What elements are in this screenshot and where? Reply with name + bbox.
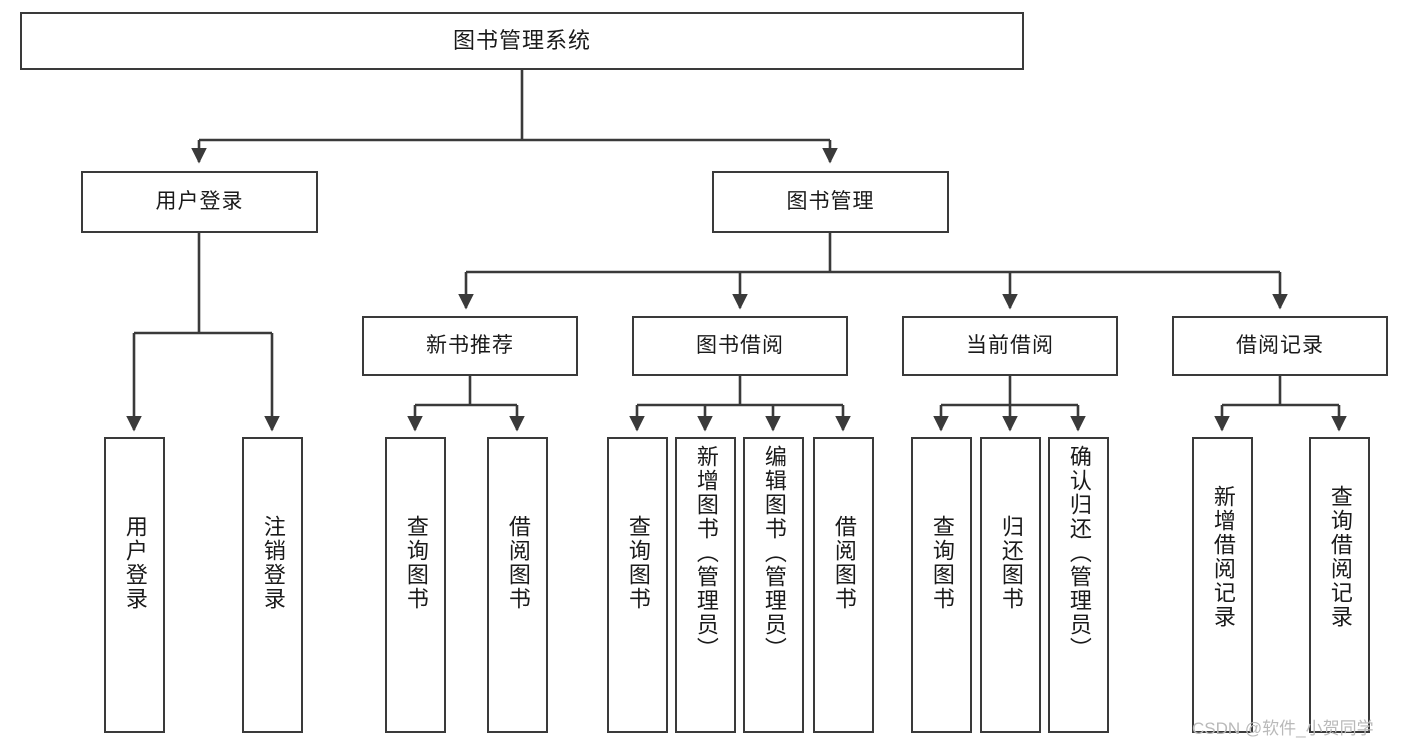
node-label: 用户登录 <box>155 190 244 214</box>
leaf-query-book-2[interactable]: 查询图书 <box>607 437 668 733</box>
node-label: 用户登录 <box>122 515 148 611</box>
node-label: 图书管理系统 <box>452 27 591 53</box>
node-label: 图书借阅 <box>696 334 784 358</box>
leaf-user-login[interactable]: 用户登录 <box>104 437 165 733</box>
node-label: 查询图书 <box>625 515 651 611</box>
node-current-borrow[interactable]: 当前借阅 <box>902 316 1118 376</box>
node-label: 借阅图书 <box>505 515 531 611</box>
node-user-login[interactable]: 用户登录 <box>81 171 318 233</box>
node-label: 新增图书（管理员） <box>693 445 719 661</box>
node-label: 借阅记录 <box>1236 334 1324 358</box>
node-label: 查询借阅记录 <box>1327 485 1353 629</box>
node-root-system[interactable]: 图书管理系统 <box>20 12 1024 70</box>
node-label: 确认归还（管理员） <box>1066 445 1092 661</box>
leaf-confirm-return[interactable]: 确认归还（管理员） <box>1048 437 1109 733</box>
node-label: 借阅图书 <box>831 515 857 611</box>
leaf-borrow-book-2[interactable]: 借阅图书 <box>813 437 874 733</box>
node-borrow-record[interactable]: 借阅记录 <box>1172 316 1388 376</box>
leaf-borrow-book-1[interactable]: 借阅图书 <box>487 437 548 733</box>
leaf-add-record[interactable]: 新增借阅记录 <box>1192 437 1253 733</box>
leaf-return-book[interactable]: 归还图书 <box>980 437 1041 733</box>
node-label: 当前借阅 <box>966 334 1054 358</box>
node-label: 归还图书 <box>998 515 1024 611</box>
leaf-user-logout[interactable]: 注销登录 <box>242 437 303 733</box>
node-label: 新书推荐 <box>426 334 514 358</box>
node-new-book-recommend[interactable]: 新书推荐 <box>362 316 578 376</box>
node-label: 注销登录 <box>260 515 286 611</box>
csdn-watermark: CSDN @软件_小贺同学 <box>1192 719 1374 738</box>
leaf-query-record[interactable]: 查询借阅记录 <box>1309 437 1370 733</box>
leaf-query-book-1[interactable]: 查询图书 <box>385 437 446 733</box>
leaf-edit-book[interactable]: 编辑图书（管理员） <box>743 437 804 733</box>
node-label: 编辑图书（管理员） <box>761 445 787 661</box>
leaf-add-book[interactable]: 新增图书（管理员） <box>675 437 736 733</box>
node-label: 查询图书 <box>929 515 955 611</box>
node-book-management[interactable]: 图书管理 <box>712 171 949 233</box>
node-book-borrow[interactable]: 图书借阅 <box>632 316 848 376</box>
node-label: 图书管理 <box>786 190 875 214</box>
node-label: 查询图书 <box>403 515 429 611</box>
node-label: 新增借阅记录 <box>1210 485 1236 629</box>
leaf-query-book-3[interactable]: 查询图书 <box>911 437 972 733</box>
